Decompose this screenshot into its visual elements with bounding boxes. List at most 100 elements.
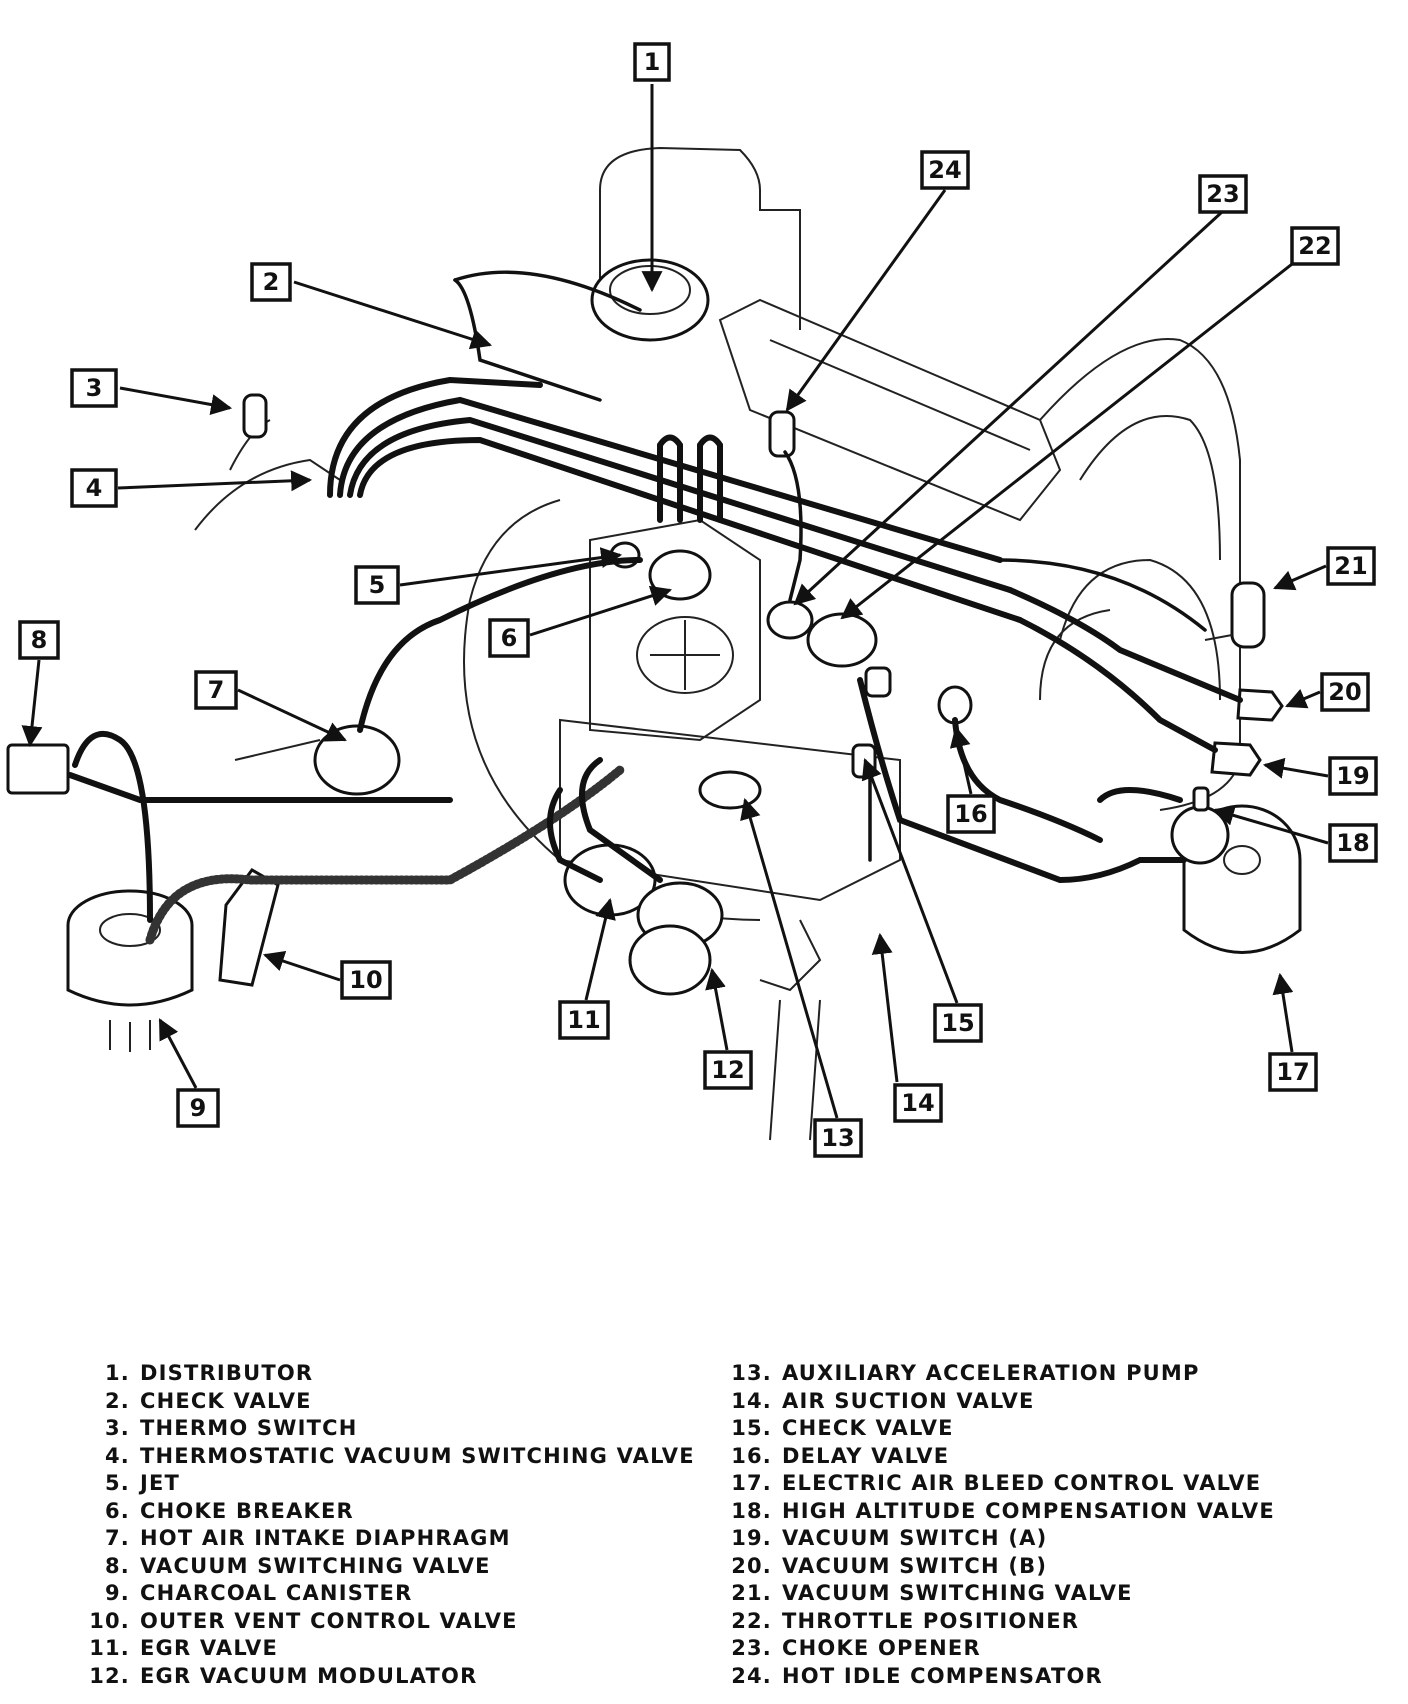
engine-outline [6, 146, 1302, 1141]
legend-label: DELAY VALVE [782, 1443, 950, 1468]
legend-label: ELECTRIC AIR BLEED CONTROL VALVE [782, 1471, 1262, 1495]
legend-number: 16. [731, 1443, 772, 1468]
legend-number: 15. [731, 1416, 772, 1440]
legend-label: CHECK VALVE [140, 1388, 312, 1413]
legend-item: 4.THERMOSTATIC VACUUM SWITCHING VALVE [84, 1443, 695, 1471]
svg-text:18: 18 [1336, 829, 1369, 857]
legend-label: CHECK VALVE [782, 1416, 954, 1440]
legend-label: VACUUM SWITCHING VALVE [140, 1553, 491, 1578]
legend-item: 22.THROTTLE POSITIONER [726, 1608, 1275, 1636]
callout-17: 17 [1268, 1052, 1318, 1092]
legend-item: 18.HIGH ALTITUDE COMPENSATION VALVE [726, 1498, 1275, 1526]
legend-label: DISTRIBUTOR [140, 1361, 314, 1385]
callout-21: 21 [1326, 546, 1376, 586]
legend-number: 2. [105, 1388, 130, 1413]
legend-item: 11. EGR VALVE [84, 1635, 695, 1663]
callout-14: 14 [893, 1083, 943, 1123]
callout-3: 3 [70, 368, 118, 408]
legend-number: 1. [105, 1361, 130, 1385]
callout-18: 18 [1328, 823, 1378, 863]
legend-item: 8.VACUUM SWITCHING VALVE [84, 1553, 695, 1581]
svg-text:4: 4 [86, 474, 103, 502]
legend-label: VACUUM SWITCHING VALVE [782, 1581, 1133, 1605]
legend-number: 11. [89, 1636, 130, 1660]
legend-number: 13. [731, 1361, 772, 1385]
callout-5: 5 [354, 565, 400, 605]
svg-text:12: 12 [711, 1056, 744, 1084]
legend-item: 15. CHECK VALVE [726, 1415, 1275, 1443]
svg-text:1: 1 [644, 48, 661, 76]
legend-label: VACUUM SWITCH (A) [782, 1526, 1048, 1550]
legend-item: 9.CHARCOAL CANISTER [84, 1580, 695, 1608]
legend-item: 6.CHOKE BREAKER [84, 1498, 695, 1526]
callout-12: 12 [703, 1050, 753, 1090]
legend-item: 5. JET [84, 1470, 695, 1498]
legend-label: CHOKE OPENER [782, 1636, 981, 1660]
callout-15: 15 [933, 1003, 983, 1043]
legend-number: 3. [105, 1416, 130, 1440]
svg-text:21: 21 [1334, 552, 1367, 580]
svg-text:24: 24 [928, 156, 961, 184]
legend-item: 7.HOT AIR INTAKE DIAPHRAGM [84, 1525, 695, 1553]
svg-text:22: 22 [1298, 232, 1331, 260]
svg-text:3: 3 [86, 374, 103, 402]
legend-number: 14. [731, 1388, 772, 1413]
svg-text:10: 10 [349, 966, 382, 994]
callout-4: 4 [70, 468, 118, 508]
callout-24: 24 [920, 150, 970, 190]
callout-11: 11 [558, 1000, 610, 1040]
svg-text:2: 2 [263, 268, 280, 296]
svg-text:8: 8 [31, 626, 48, 654]
legend-item: 16. DELAY VALVE [726, 1443, 1275, 1471]
legend-label: HIGH ALTITUDE COMPENSATION VALVE [782, 1498, 1275, 1523]
legend-number: 5. [105, 1471, 130, 1495]
legend-item: 12.EGR VACUUM MODULATOR [84, 1663, 695, 1691]
legend-number: 20. [731, 1553, 772, 1578]
legend-number: 19. [731, 1526, 772, 1550]
svg-text:9: 9 [190, 1094, 207, 1122]
legend-item: 1. DISTRIBUTOR [84, 1360, 695, 1388]
legend-number: 23. [731, 1636, 772, 1660]
callout-13: 13 [813, 1118, 863, 1158]
legend-item: 2. CHECK VALVE [84, 1388, 695, 1416]
legend-number: 9. [105, 1581, 130, 1605]
svg-text:16: 16 [954, 800, 987, 828]
callout-20: 20 [1320, 672, 1370, 712]
legend-label: EGR VALVE [140, 1636, 279, 1660]
callout-23: 23 [1198, 174, 1248, 214]
svg-text:17: 17 [1276, 1058, 1309, 1086]
legend-item: 19. VACUUM SWITCH (A) [726, 1525, 1275, 1553]
callout-7: 7 [194, 670, 238, 710]
callout-9: 9 [176, 1088, 220, 1128]
callout-6: 6 [488, 618, 530, 658]
svg-text:23: 23 [1206, 180, 1239, 208]
legend-number: 24. [731, 1663, 772, 1688]
legend-label: OUTER VENT CONTROL VALVE [140, 1608, 518, 1633]
legend-item: 23. CHOKE OPENER [726, 1635, 1275, 1663]
legend-number: 6. [105, 1498, 130, 1523]
callout-1: 1 [633, 42, 671, 82]
callout-16: 16 [946, 794, 996, 834]
vacuum-hoses [67, 270, 1243, 945]
svg-text:7: 7 [208, 676, 225, 704]
callout-10: 10 [340, 960, 392, 1000]
legend-number: 7. [105, 1526, 130, 1550]
svg-text:19: 19 [1336, 762, 1369, 790]
distributor-part [590, 258, 710, 342]
legend-item: 21.VACUUM SWITCHING VALVE [726, 1580, 1275, 1608]
svg-text:11: 11 [567, 1006, 600, 1034]
legend-item: 3.THERMO SWITCH [84, 1415, 695, 1443]
legend-item: 24.HOT IDLE COMPENSATOR [726, 1663, 1275, 1691]
callout-8: 8 [18, 620, 60, 660]
legend-label: THERMOSTATIC VACUUM SWITCHING VALVE [140, 1443, 695, 1468]
callout-22: 22 [1290, 226, 1340, 266]
legend-label: AIR SUCTION VALVE [782, 1388, 1035, 1413]
legend-number: 10. [89, 1608, 130, 1633]
legend-item: 17.ELECTRIC AIR BLEED CONTROL VALVE [726, 1470, 1275, 1498]
engine-vacuum-diagram: 1 2 3 4 5 6 7 8 9 10 11 12 13 14 15 16 1… [6, 42, 1378, 1158]
leader-lines [21, 84, 1329, 1119]
svg-text:5: 5 [369, 571, 386, 599]
legend-label: JET [140, 1471, 181, 1495]
legend-label: THROTTLE POSITIONER [782, 1608, 1080, 1633]
